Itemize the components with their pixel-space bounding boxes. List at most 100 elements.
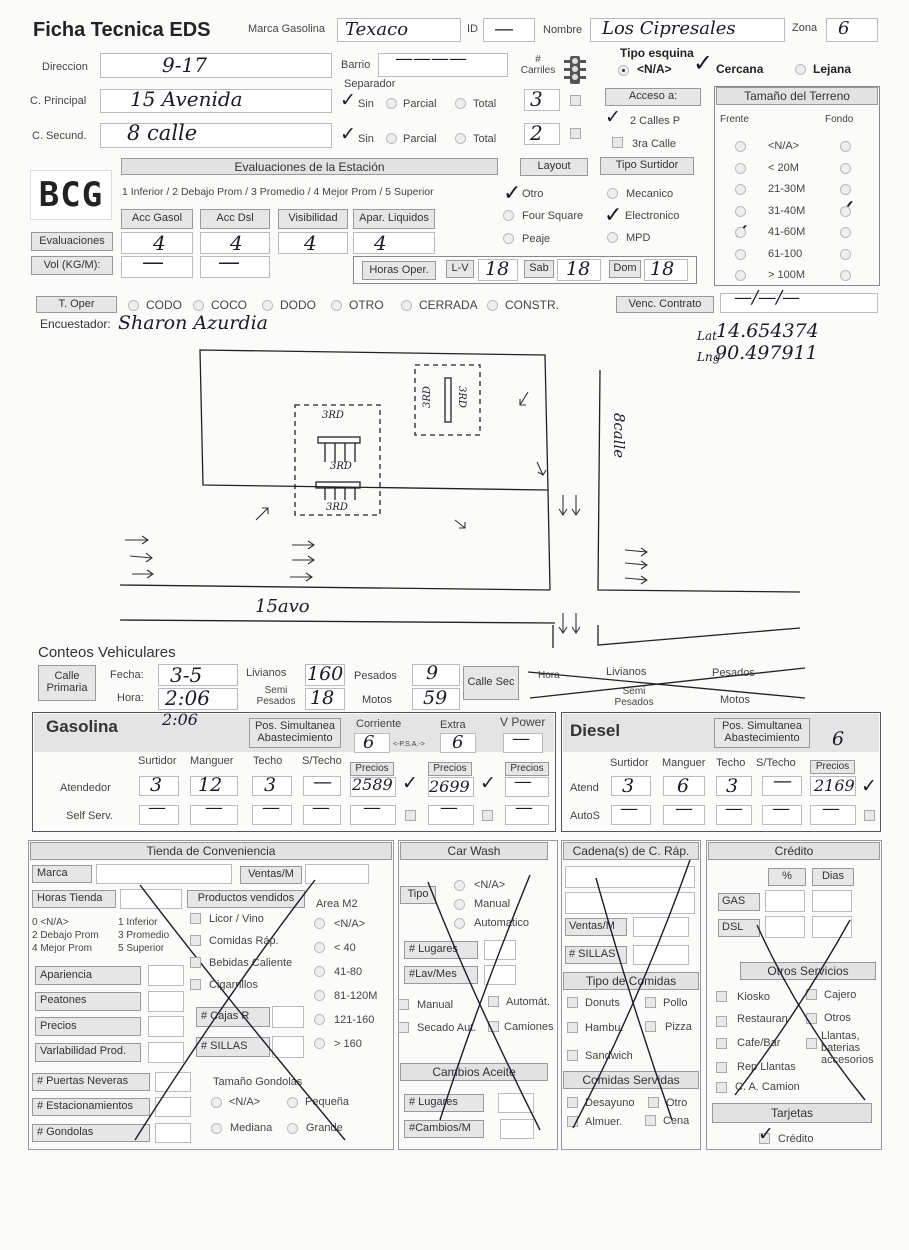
tienda-eval-field[interactable] — [148, 990, 184, 1012]
total1-radio[interactable] — [455, 98, 466, 109]
dsl-auto-manguer-field[interactable] — [663, 805, 705, 825]
tienda-eval-field[interactable] — [148, 965, 184, 986]
cw-camiones-checkbox[interactable] — [488, 1021, 499, 1032]
c-principal-field[interactable] — [100, 89, 332, 113]
gondola-pequena-radio[interactable] — [287, 1097, 298, 1108]
cafe-bar-checkbox[interactable] — [716, 1038, 727, 1049]
cw-secado-checkbox[interactable] — [398, 1022, 409, 1033]
fondo-radio[interactable] — [840, 162, 851, 174]
dsl-att-techo-field[interactable] — [716, 776, 752, 796]
parcial1-radio[interactable] — [386, 98, 397, 109]
ca-cambios-field[interactable] — [500, 1119, 534, 1139]
tipo-surtidor-button[interactable]: Tipo Surtidor — [600, 157, 694, 175]
carriles2-field[interactable] — [524, 123, 560, 145]
fondo-radio[interactable] — [840, 141, 851, 152]
carriles1-field[interactable] — [524, 89, 560, 111]
gondolas-field[interactable] — [155, 1123, 191, 1143]
parcial2-radio[interactable] — [386, 133, 397, 144]
ca-lugares-field[interactable] — [498, 1093, 534, 1113]
layout-button[interactable]: Layout — [520, 158, 588, 176]
id-field[interactable] — [483, 18, 535, 42]
gas-self-chk2[interactable] — [482, 810, 493, 821]
eval-apar-liquidos-field[interactable] — [353, 232, 435, 254]
gas-att-manguer-field[interactable] — [190, 776, 238, 796]
gas-att-stecho-field[interactable] — [303, 776, 341, 796]
gas-att-surtidor-field[interactable] — [139, 776, 179, 796]
cw-automat-checkbox[interactable] — [488, 996, 499, 1007]
carriles1-checkbox[interactable] — [570, 95, 581, 106]
credito-gas-dias-field[interactable] — [812, 890, 852, 912]
precio-extra-field[interactable] — [428, 777, 474, 797]
esquina-na-radio[interactable] — [618, 65, 629, 76]
visibilidad-button[interactable]: Visibilidad — [278, 209, 348, 229]
venc-contrato-field[interactable] — [720, 293, 878, 313]
mecanico-radio[interactable] — [607, 188, 618, 199]
frente-radio[interactable] — [735, 205, 746, 217]
calle-primaria-button[interactable]: Calle Primaria — [38, 665, 96, 701]
fecha-field[interactable] — [158, 664, 238, 686]
kiosko-checkbox[interactable] — [716, 991, 727, 1002]
mpd-radio[interactable] — [607, 232, 618, 243]
llantas-checkbox[interactable] — [806, 1038, 817, 1049]
tienda-sillas-field[interactable] — [272, 1036, 304, 1058]
area-radio[interactable] — [314, 942, 325, 953]
acc-gasol-button[interactable]: Acc Gasol — [121, 209, 193, 229]
gas-self-precio3-field[interactable] — [505, 805, 549, 825]
fondo-radio[interactable] — [840, 205, 851, 217]
frente-radio[interactable] — [735, 141, 746, 152]
dsl-auto-precio-field[interactable] — [810, 805, 856, 825]
tres-calle-checkbox[interactable] — [612, 137, 623, 148]
area-radio[interactable] — [314, 990, 325, 1001]
extra-pos-field[interactable] — [440, 733, 476, 753]
dsl-precio-field[interactable] — [810, 776, 856, 796]
gas-pos-sim-button[interactable]: Pos. Simultanea Abastecimiento — [249, 718, 341, 748]
almuer-checkbox[interactable] — [567, 1116, 578, 1127]
cw-lav-field[interactable] — [484, 965, 516, 985]
gas-self-manguer-field[interactable] — [190, 805, 238, 825]
t-oper-radio[interactable] — [262, 300, 273, 311]
dsl-auto-stecho-field[interactable] — [762, 805, 802, 825]
tienda-eval-field[interactable] — [148, 1041, 184, 1063]
gondola-grande-radio[interactable] — [287, 1123, 298, 1134]
zona-field[interactable] — [826, 18, 878, 42]
cw-manual-checkbox[interactable] — [398, 999, 409, 1010]
hora-field[interactable] — [158, 688, 238, 710]
area-radio[interactable] — [314, 918, 325, 929]
vol-row-button[interactable]: Vol (KG/M): — [31, 256, 113, 275]
tienda-marca-field[interactable] — [96, 864, 232, 884]
sab-field[interactable] — [557, 259, 601, 281]
vol-dsl-field[interactable] — [200, 256, 270, 278]
calle-sec-button[interactable]: Calle Sec — [463, 666, 519, 700]
motos-field[interactable] — [412, 688, 460, 710]
c-secund-field[interactable] — [100, 123, 332, 148]
dsl-pos-sim-button[interactable]: Pos. Simultanea Abastecimiento — [714, 718, 810, 748]
donuts-checkbox[interactable] — [567, 997, 578, 1008]
sandwich-checkbox[interactable] — [567, 1050, 578, 1061]
gas-self-stecho-field[interactable] — [303, 805, 341, 825]
lv-field[interactable] — [478, 259, 518, 281]
total2-radio[interactable] — [455, 133, 466, 144]
acc-dsl-button[interactable]: Acc Dsl — [200, 209, 270, 229]
dsl-auto-surtidor-field[interactable] — [611, 805, 651, 825]
dsl-auto-chk[interactable] — [864, 810, 875, 821]
fondo-radio[interactable] — [840, 227, 851, 238]
estacionamientos-field[interactable] — [155, 1097, 191, 1117]
cajero-checkbox[interactable] — [806, 989, 817, 1000]
gondola-mediana-radio[interactable] — [211, 1123, 222, 1134]
cena-checkbox[interactable] — [645, 1115, 656, 1126]
frente-radio[interactable] — [735, 184, 746, 195]
livianos-field[interactable] — [305, 664, 345, 686]
cw-auto-radio[interactable] — [454, 918, 465, 929]
producto-checkbox[interactable] — [190, 979, 201, 990]
frente-radio[interactable] — [735, 227, 746, 238]
dsl-auto-techo-field[interactable] — [716, 805, 752, 825]
barrio-field[interactable] — [378, 53, 508, 77]
otro-checkbox[interactable] — [648, 1097, 659, 1108]
horas-oper-button[interactable]: Horas Oper. — [362, 261, 436, 280]
tarjeta-credito-checkbox[interactable] — [759, 1133, 770, 1144]
marca-field[interactable] — [337, 18, 461, 42]
dsl-att-manguer-field[interactable] — [663, 776, 705, 796]
acceso-button[interactable]: Acceso a: — [605, 88, 701, 106]
gas-self-techo-field[interactable] — [252, 805, 292, 825]
t-oper-radio[interactable] — [128, 300, 139, 311]
